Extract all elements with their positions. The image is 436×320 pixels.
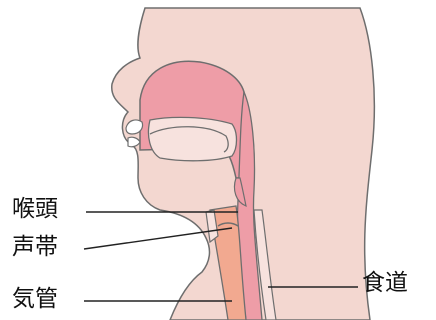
- label-vocal-cords: 声帯: [12, 236, 58, 259]
- label-larynx: 喉頭: [12, 198, 58, 221]
- tongue: [148, 117, 236, 160]
- label-trachea: 気管: [12, 288, 58, 311]
- label-esophagus: 食道: [362, 272, 408, 295]
